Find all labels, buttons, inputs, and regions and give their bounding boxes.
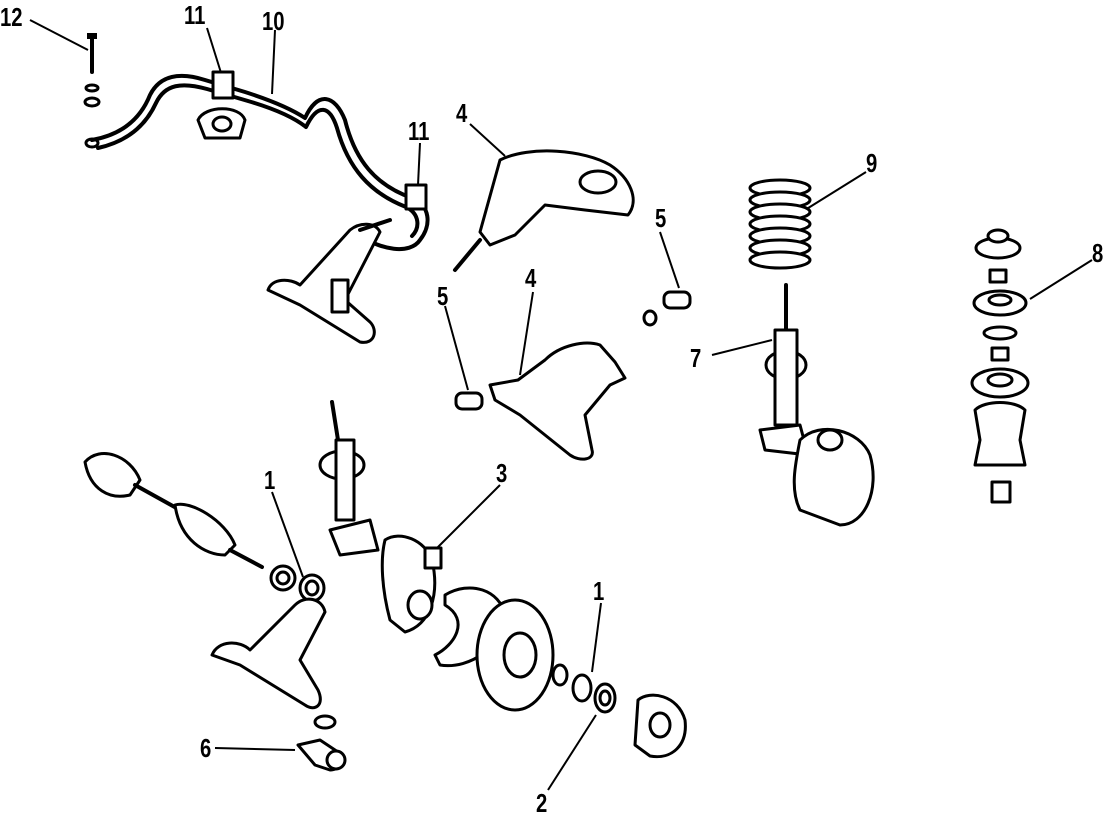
callout-2: 2: [536, 788, 548, 818]
part-1-seal-left: [269, 564, 326, 603]
wheel-hub: [633, 693, 687, 759]
lower-control-arm-bottom-left: [210, 597, 337, 730]
part-6-ball-joint: [296, 738, 347, 772]
part-2-bearing: [593, 682, 617, 714]
callout-10: 10: [262, 6, 285, 36]
part-4-control-arm-lower: [488, 341, 627, 461]
part-7-strut: [758, 283, 875, 527]
lower-control-arm-upper-left: [266, 218, 392, 344]
callout-5: 5: [655, 203, 667, 233]
part-11-bushing-right: [404, 183, 428, 211]
front-strut-knuckle: [318, 400, 437, 634]
part-9-coil-spring: [748, 178, 812, 270]
part-11-bushing-left: [196, 70, 247, 140]
callout-4: 4: [456, 98, 468, 128]
callout-4: 4: [525, 263, 537, 293]
brake-rotor: [475, 598, 555, 712]
part-4-control-arm-upper: [453, 149, 635, 272]
callout-3: 3: [496, 458, 508, 488]
callout-5: 5: [437, 281, 449, 311]
callout-6: 6: [200, 733, 212, 763]
leader-lines: [29, 19, 1093, 791]
callout-1: 1: [264, 465, 276, 495]
callout-12: 12: [0, 2, 23, 32]
callout-11: 11: [184, 0, 206, 30]
part-5-bushing-right: [642, 290, 692, 327]
part-drive-shaft: [83, 452, 264, 569]
callout-9: 9: [866, 148, 878, 178]
callout-11: 11: [408, 116, 430, 146]
callout-7: 7: [690, 343, 702, 373]
part-10-stabilizer-bar: [90, 73, 430, 252]
part-5-bushing-left: [454, 391, 484, 411]
callout-8: 8: [1092, 238, 1104, 268]
part-8-strut-mount-stack: [970, 228, 1030, 504]
part-3-stud: [423, 546, 443, 570]
callout-1: 1: [593, 576, 605, 606]
part-1-bearing-right: [551, 663, 593, 703]
part-12-bolt: [83, 33, 101, 149]
